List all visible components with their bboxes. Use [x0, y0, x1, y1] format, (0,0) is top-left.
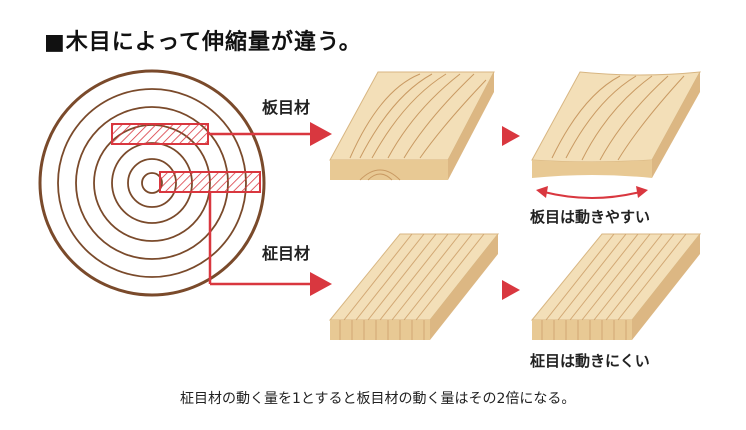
flat-sawn-label: 板目材 — [262, 98, 311, 117]
quarter-sawn-board — [328, 233, 500, 340]
flat-sawn-caption: 板目は動きやすい — [530, 208, 651, 226]
flat-sawn-arrow — [208, 122, 332, 146]
quarter-sawn-progress-arrow — [502, 280, 520, 300]
flat-sawn-cut-box — [111, 123, 209, 145]
quarter-sawn-label: 柾目材 — [262, 244, 311, 263]
flat-sawn-progress-arrow — [502, 126, 520, 146]
quarter-sawn-arrow — [208, 192, 332, 296]
footnote: 柾目材の動く量を1とすると板目材の動く量はその2倍になる。 — [180, 391, 576, 407]
expansion-arrow — [536, 186, 648, 199]
quarter-sawn-stable-board — [530, 233, 702, 340]
page-title: ■木目によって伸縮量が違う。 — [44, 30, 362, 55]
quarter-sawn-cut-box — [159, 171, 261, 193]
flat-sawn-warped-board — [531, 71, 701, 178]
quarter-sawn-caption: 柾目は動きにくい — [530, 352, 650, 370]
flat-sawn-board — [329, 71, 495, 181]
